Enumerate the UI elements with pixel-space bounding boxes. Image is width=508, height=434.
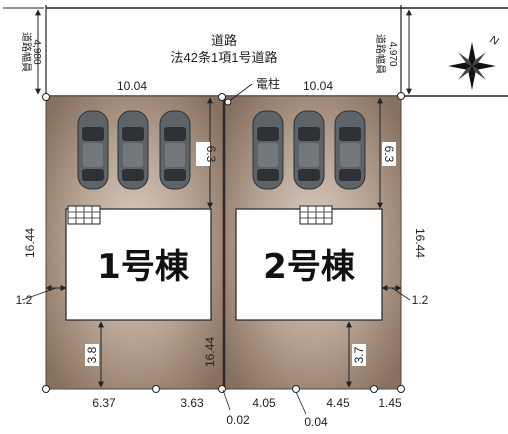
bottom-dim-7: 1.45 xyxy=(378,396,402,410)
road-law: 法42条1項1号道路 xyxy=(171,50,278,65)
boundary-markers xyxy=(42,92,405,393)
lot-2-front-setback: 6.3 xyxy=(377,97,396,209)
north-label: N xyxy=(488,34,500,48)
lot-2-depth: 16.44 xyxy=(413,228,427,258)
building-2: 2号棟 xyxy=(235,205,383,321)
building-2-name: 2号棟 xyxy=(263,247,356,287)
utility-pole-label: 電柱 xyxy=(256,76,280,91)
lot-1-depth: 16.44 xyxy=(23,228,37,258)
lot-1-back-setback-value: 3.8 xyxy=(85,346,99,363)
lot-2-back-setback: 3.7 xyxy=(346,321,366,388)
road-width-right-label: 道路幅員 xyxy=(374,34,387,74)
lot-2-depth-left: 16.44 xyxy=(203,337,217,367)
road-width-left: 道路幅員 4,980 xyxy=(20,9,42,95)
lot-1-back-setback: 3.8 xyxy=(85,321,104,388)
road-name: 道路 xyxy=(211,33,237,48)
parking-lot-1 xyxy=(77,110,191,190)
lot-1-front-setback-value: 6.3 xyxy=(204,146,218,163)
lot-1-side-setback: 1.2 xyxy=(16,285,67,307)
car-icon xyxy=(77,110,109,190)
car-icon xyxy=(159,110,191,190)
lot-2-back-setback-value: 3.7 xyxy=(352,346,366,363)
bottom-dim-5: 0.04 xyxy=(304,415,328,429)
lot-2-side-setback: 1.2 xyxy=(381,285,429,307)
bottom-dim-6: 4.45 xyxy=(326,396,350,410)
car-icon xyxy=(293,110,325,190)
bottom-dim-4: 4.05 xyxy=(252,396,276,410)
utility-pole-icon xyxy=(224,83,253,106)
lot-1-frontage: 10.04 xyxy=(117,79,147,93)
parking-lot-2 xyxy=(252,110,366,190)
bottom-dim-2: 3.63 xyxy=(180,396,204,410)
bottom-dim-1: 6.37 xyxy=(92,396,116,410)
lot-2-frontage: 10.04 xyxy=(303,79,333,93)
building-1: 1号棟 xyxy=(65,205,212,321)
road-width-right-value: 4,970 xyxy=(387,41,398,66)
road-width-left-value: 4,980 xyxy=(31,39,42,64)
lot-2-front-setback-value: 6.3 xyxy=(382,146,396,163)
road-width-left-label: 道路幅員 xyxy=(20,32,33,72)
car-icon xyxy=(334,110,366,190)
lot-1-front-setback: 6.3 xyxy=(196,97,218,209)
bath-grid-icon xyxy=(299,205,333,225)
car-icon xyxy=(252,110,284,190)
lot-2-side-setback-value: 1.2 xyxy=(412,293,429,307)
bottom-dim-3: 0.02 xyxy=(226,413,250,427)
bath-grid-icon xyxy=(67,205,101,225)
car-icon xyxy=(117,110,149,190)
building-1-name: 1号棟 xyxy=(97,247,190,287)
road-width-right: 道路幅員 4,970 xyxy=(374,9,412,95)
north-arrow-icon xyxy=(448,42,496,90)
lot-1-side-setback-value: 1.2 xyxy=(16,293,33,307)
